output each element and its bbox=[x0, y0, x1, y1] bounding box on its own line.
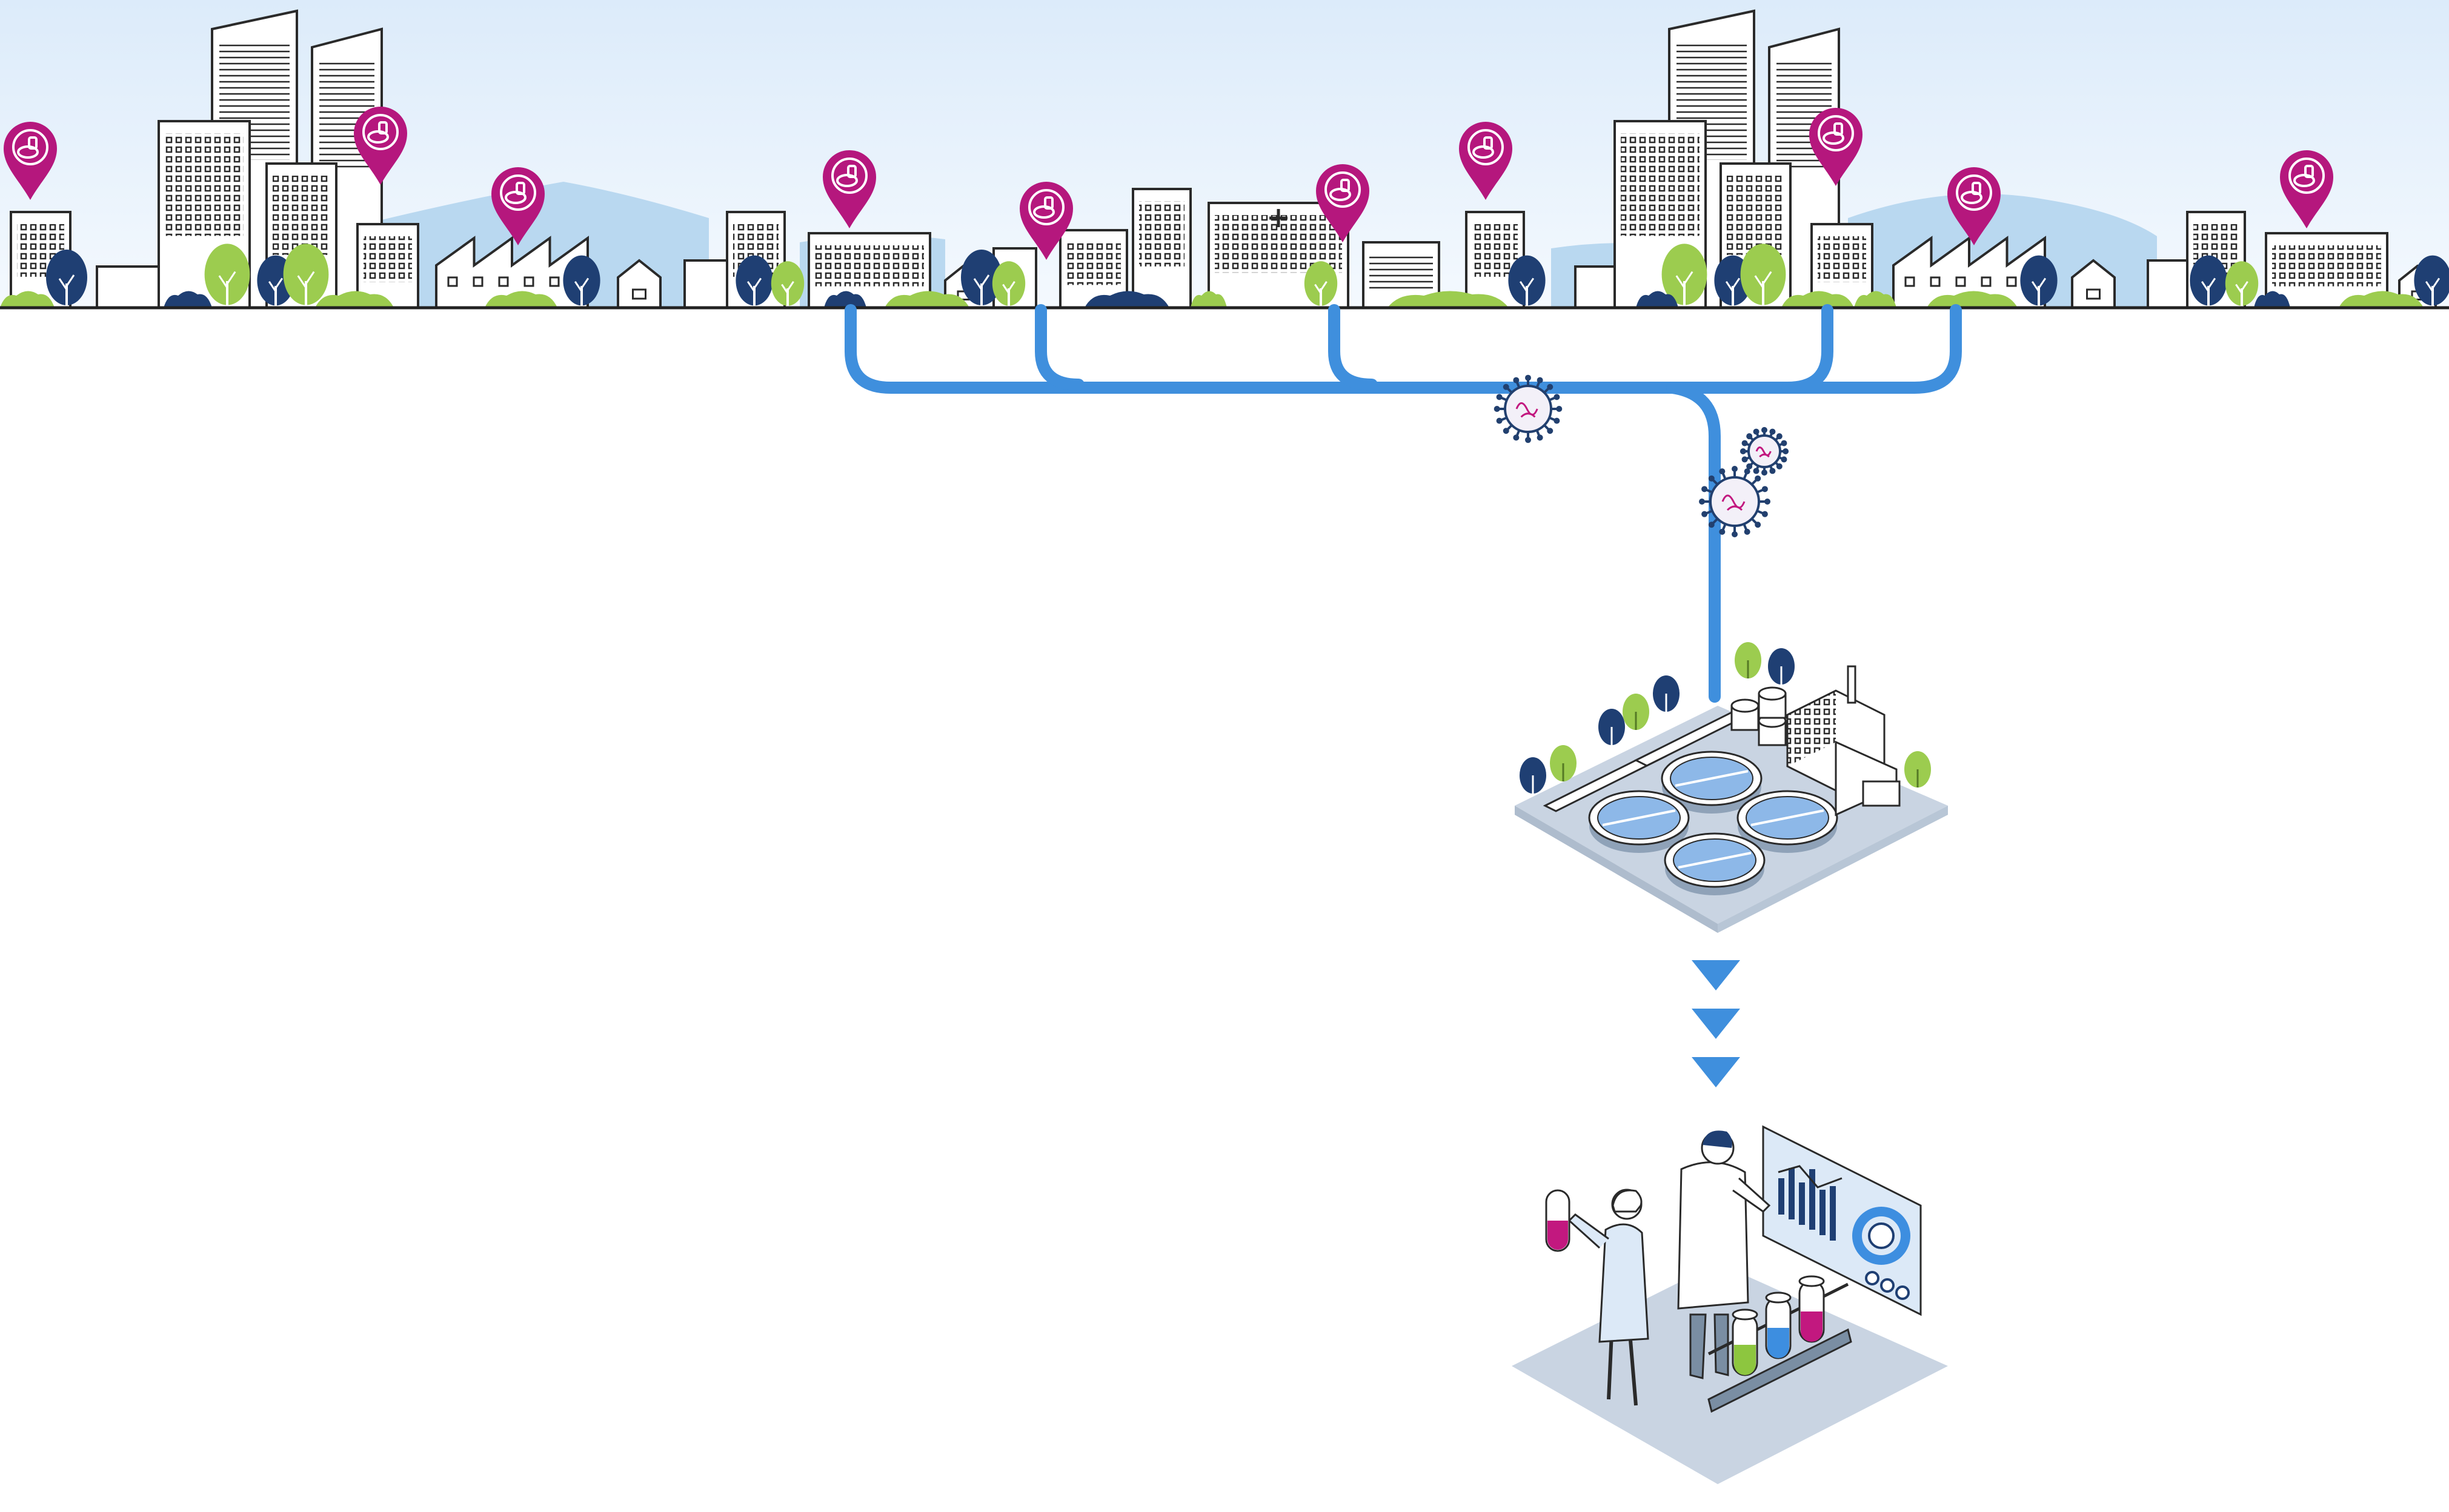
virus-particles bbox=[1494, 374, 1789, 537]
clarifier-tank bbox=[1661, 751, 1763, 814]
bush bbox=[485, 291, 557, 308]
tree-9 bbox=[992, 261, 1026, 308]
warehouse bbox=[808, 232, 931, 309]
bush bbox=[824, 291, 866, 308]
toilet-location-marker-icon bbox=[1459, 122, 1512, 200]
tree-2 bbox=[204, 244, 250, 308]
tree bbox=[1904, 751, 1931, 788]
wastewater-treatment-plant-icon bbox=[1515, 642, 1948, 933]
tree-14 bbox=[1740, 244, 1786, 308]
pipe-branch-2 bbox=[1035, 304, 1085, 391]
bush bbox=[1636, 291, 1678, 308]
pipe-branch-5 bbox=[1781, 304, 1962, 394]
virus-particle-icon bbox=[1699, 466, 1770, 537]
scientist-female bbox=[1545, 1189, 1649, 1406]
test-tube-rack bbox=[1707, 1275, 1852, 1413]
toilet-location-marker-icon bbox=[354, 107, 407, 185]
laboratory-scientists-icon bbox=[1512, 1125, 1948, 1484]
flow-arrows bbox=[1692, 960, 1740, 1087]
bush bbox=[2254, 291, 2290, 308]
city-skyline-icon bbox=[0, 9, 2449, 309]
bush bbox=[885, 291, 969, 308]
bush bbox=[1781, 291, 1854, 308]
tree bbox=[1550, 745, 1577, 781]
bush bbox=[2339, 291, 2424, 308]
sewer-pipe-network bbox=[845, 304, 1962, 703]
tree-8 bbox=[961, 250, 1002, 308]
pipe-branch-3 bbox=[1328, 304, 1378, 391]
toilet-location-marker-icon bbox=[491, 167, 545, 245]
tree-12 bbox=[1661, 244, 1707, 308]
clarifier-tank bbox=[1736, 790, 1838, 853]
bush bbox=[1085, 291, 1169, 308]
tree-17 bbox=[2225, 261, 2259, 308]
bush bbox=[1927, 291, 2018, 308]
bush bbox=[1191, 291, 1227, 308]
clarifier-tank bbox=[1664, 832, 1766, 895]
tree bbox=[1735, 642, 1761, 678]
data-dashboard-screen bbox=[1762, 1125, 1922, 1316]
tree-5 bbox=[563, 255, 600, 308]
storage-tank bbox=[1758, 714, 1787, 746]
tree-4 bbox=[283, 244, 329, 308]
flow-arrow-down-icon bbox=[1692, 1009, 1740, 1039]
tree bbox=[1623, 694, 1649, 730]
tree-7 bbox=[771, 261, 805, 308]
bush bbox=[315, 291, 394, 308]
bush bbox=[0, 291, 55, 308]
tree-16 bbox=[2190, 255, 2227, 308]
toilet-location-marker-icon bbox=[1809, 108, 1863, 186]
pipe-branch-4 bbox=[1666, 304, 1833, 394]
tree bbox=[1768, 648, 1795, 685]
clarifier-tank bbox=[1588, 790, 1690, 853]
apartment-tall bbox=[1132, 188, 1192, 309]
tree-11 bbox=[1508, 255, 1546, 308]
toilet-location-marker-icon bbox=[823, 150, 877, 228]
flow-arrow-down-icon bbox=[1692, 1057, 1740, 1087]
tree bbox=[1598, 709, 1625, 745]
toilet-location-marker-icon bbox=[1316, 164, 1369, 242]
storage-tank bbox=[1730, 698, 1759, 731]
tree-6 bbox=[736, 255, 773, 308]
flow-arrow-down-icon bbox=[1692, 960, 1740, 990]
toilet-location-marker-icon bbox=[2280, 150, 2333, 228]
virus-particle-icon bbox=[1494, 374, 1563, 443]
tree bbox=[1520, 757, 1546, 794]
tree-15 bbox=[2020, 255, 2058, 308]
tree-10 bbox=[1304, 261, 1338, 308]
bush bbox=[164, 291, 212, 308]
toilet-location-marker-icon bbox=[1947, 167, 2001, 245]
toilet-location-marker-icon bbox=[4, 122, 57, 200]
virus-particle-icon bbox=[1740, 426, 1789, 476]
toilet-location-marker-icon bbox=[1020, 182, 1073, 260]
tree bbox=[1653, 675, 1680, 712]
pipe-branch-1 bbox=[845, 304, 1678, 394]
storage-tank bbox=[1758, 686, 1787, 719]
pipe-trunk bbox=[1666, 382, 1721, 703]
tree-1 bbox=[46, 250, 87, 308]
tree-18 bbox=[2414, 255, 2449, 308]
bush bbox=[1854, 291, 1896, 308]
plant-building bbox=[1786, 665, 1901, 817]
bush bbox=[1387, 291, 1509, 308]
scientist-male bbox=[1677, 1130, 1771, 1379]
office-block bbox=[158, 120, 251, 309]
